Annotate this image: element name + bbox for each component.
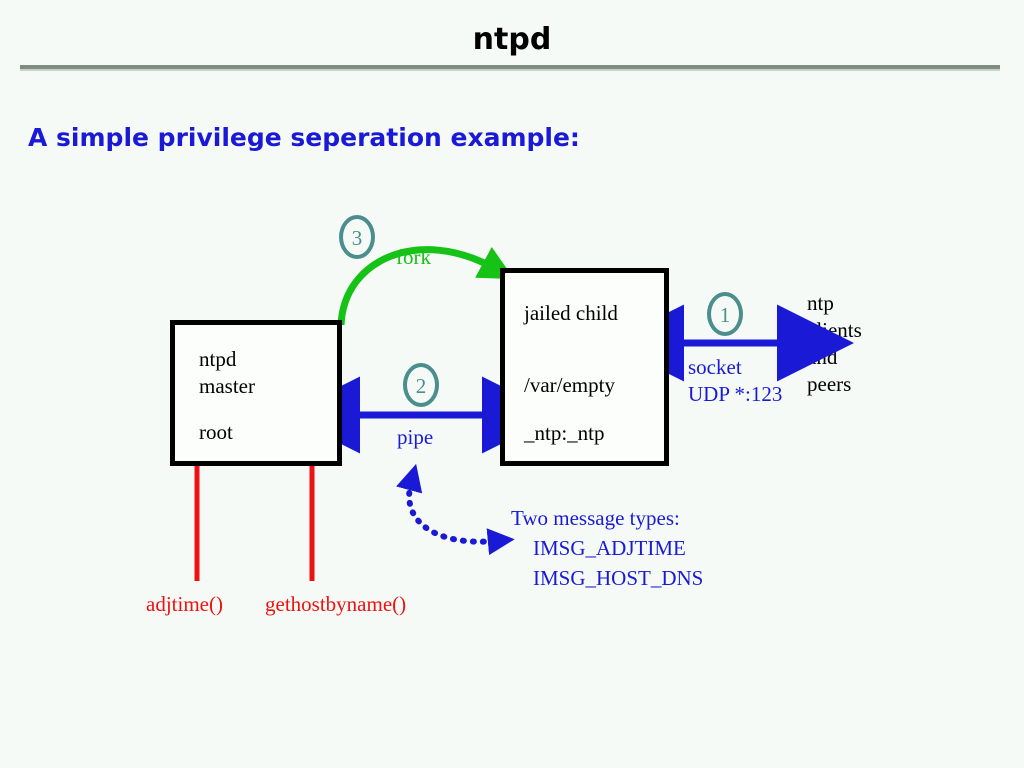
ntp-clients-line-1: ntp <box>807 291 834 315</box>
ntp-clients-line-3: and <box>807 345 838 369</box>
message-types-block: Two message types: IMSG_ADJTIME IMSG_HOS… <box>511 503 703 593</box>
child-line-1: jailed child <box>524 301 618 325</box>
master-line-1: ntpd <box>199 347 237 371</box>
title-divider <box>20 65 1000 71</box>
step-badge-3-label: 3 <box>351 226 363 250</box>
message-types-heading: Two message types: <box>511 506 680 530</box>
fork-label: fork <box>396 245 431 269</box>
step-badge-3: 3 <box>339 215 375 259</box>
page-title: ntpd <box>472 22 552 57</box>
step-badge-1: 1 <box>707 292 743 336</box>
master-line-3: root <box>199 420 233 444</box>
slide-subtitle: A simple privilege seperation example: <box>28 123 580 152</box>
message-type-2: IMSG_HOST_DNS <box>533 566 704 590</box>
child-line-2: /var/empty <box>524 373 615 397</box>
master-line-2: master <box>199 374 255 398</box>
step-badge-2-label: 2 <box>415 374 427 398</box>
step-badge-1-label: 1 <box>719 303 731 327</box>
ntp-clients-line-2: clients <box>807 318 862 342</box>
socket-port-label: UDP *:123 <box>688 382 783 406</box>
step-badge-2: 2 <box>403 363 439 407</box>
ntp-clients-line-4: peers <box>807 372 852 396</box>
adjtime-label: adjtime() <box>146 592 223 616</box>
message-type-1: IMSG_ADJTIME <box>533 536 686 560</box>
message-types-pointer <box>396 463 515 556</box>
socket-label: socket <box>688 355 742 379</box>
jailed-child-box[interactable]: jailed child /var/empty _ntp:_ntp <box>500 268 669 466</box>
pipe-label: pipe <box>397 425 434 449</box>
gethostbyname-label: gethostbyname() <box>265 592 407 616</box>
ntpd-master-box[interactable]: ntpd master root <box>170 320 342 466</box>
ntp-clients-text: ntp clients and peers <box>807 290 862 398</box>
child-line-3: _ntp:_ntp <box>524 421 605 445</box>
